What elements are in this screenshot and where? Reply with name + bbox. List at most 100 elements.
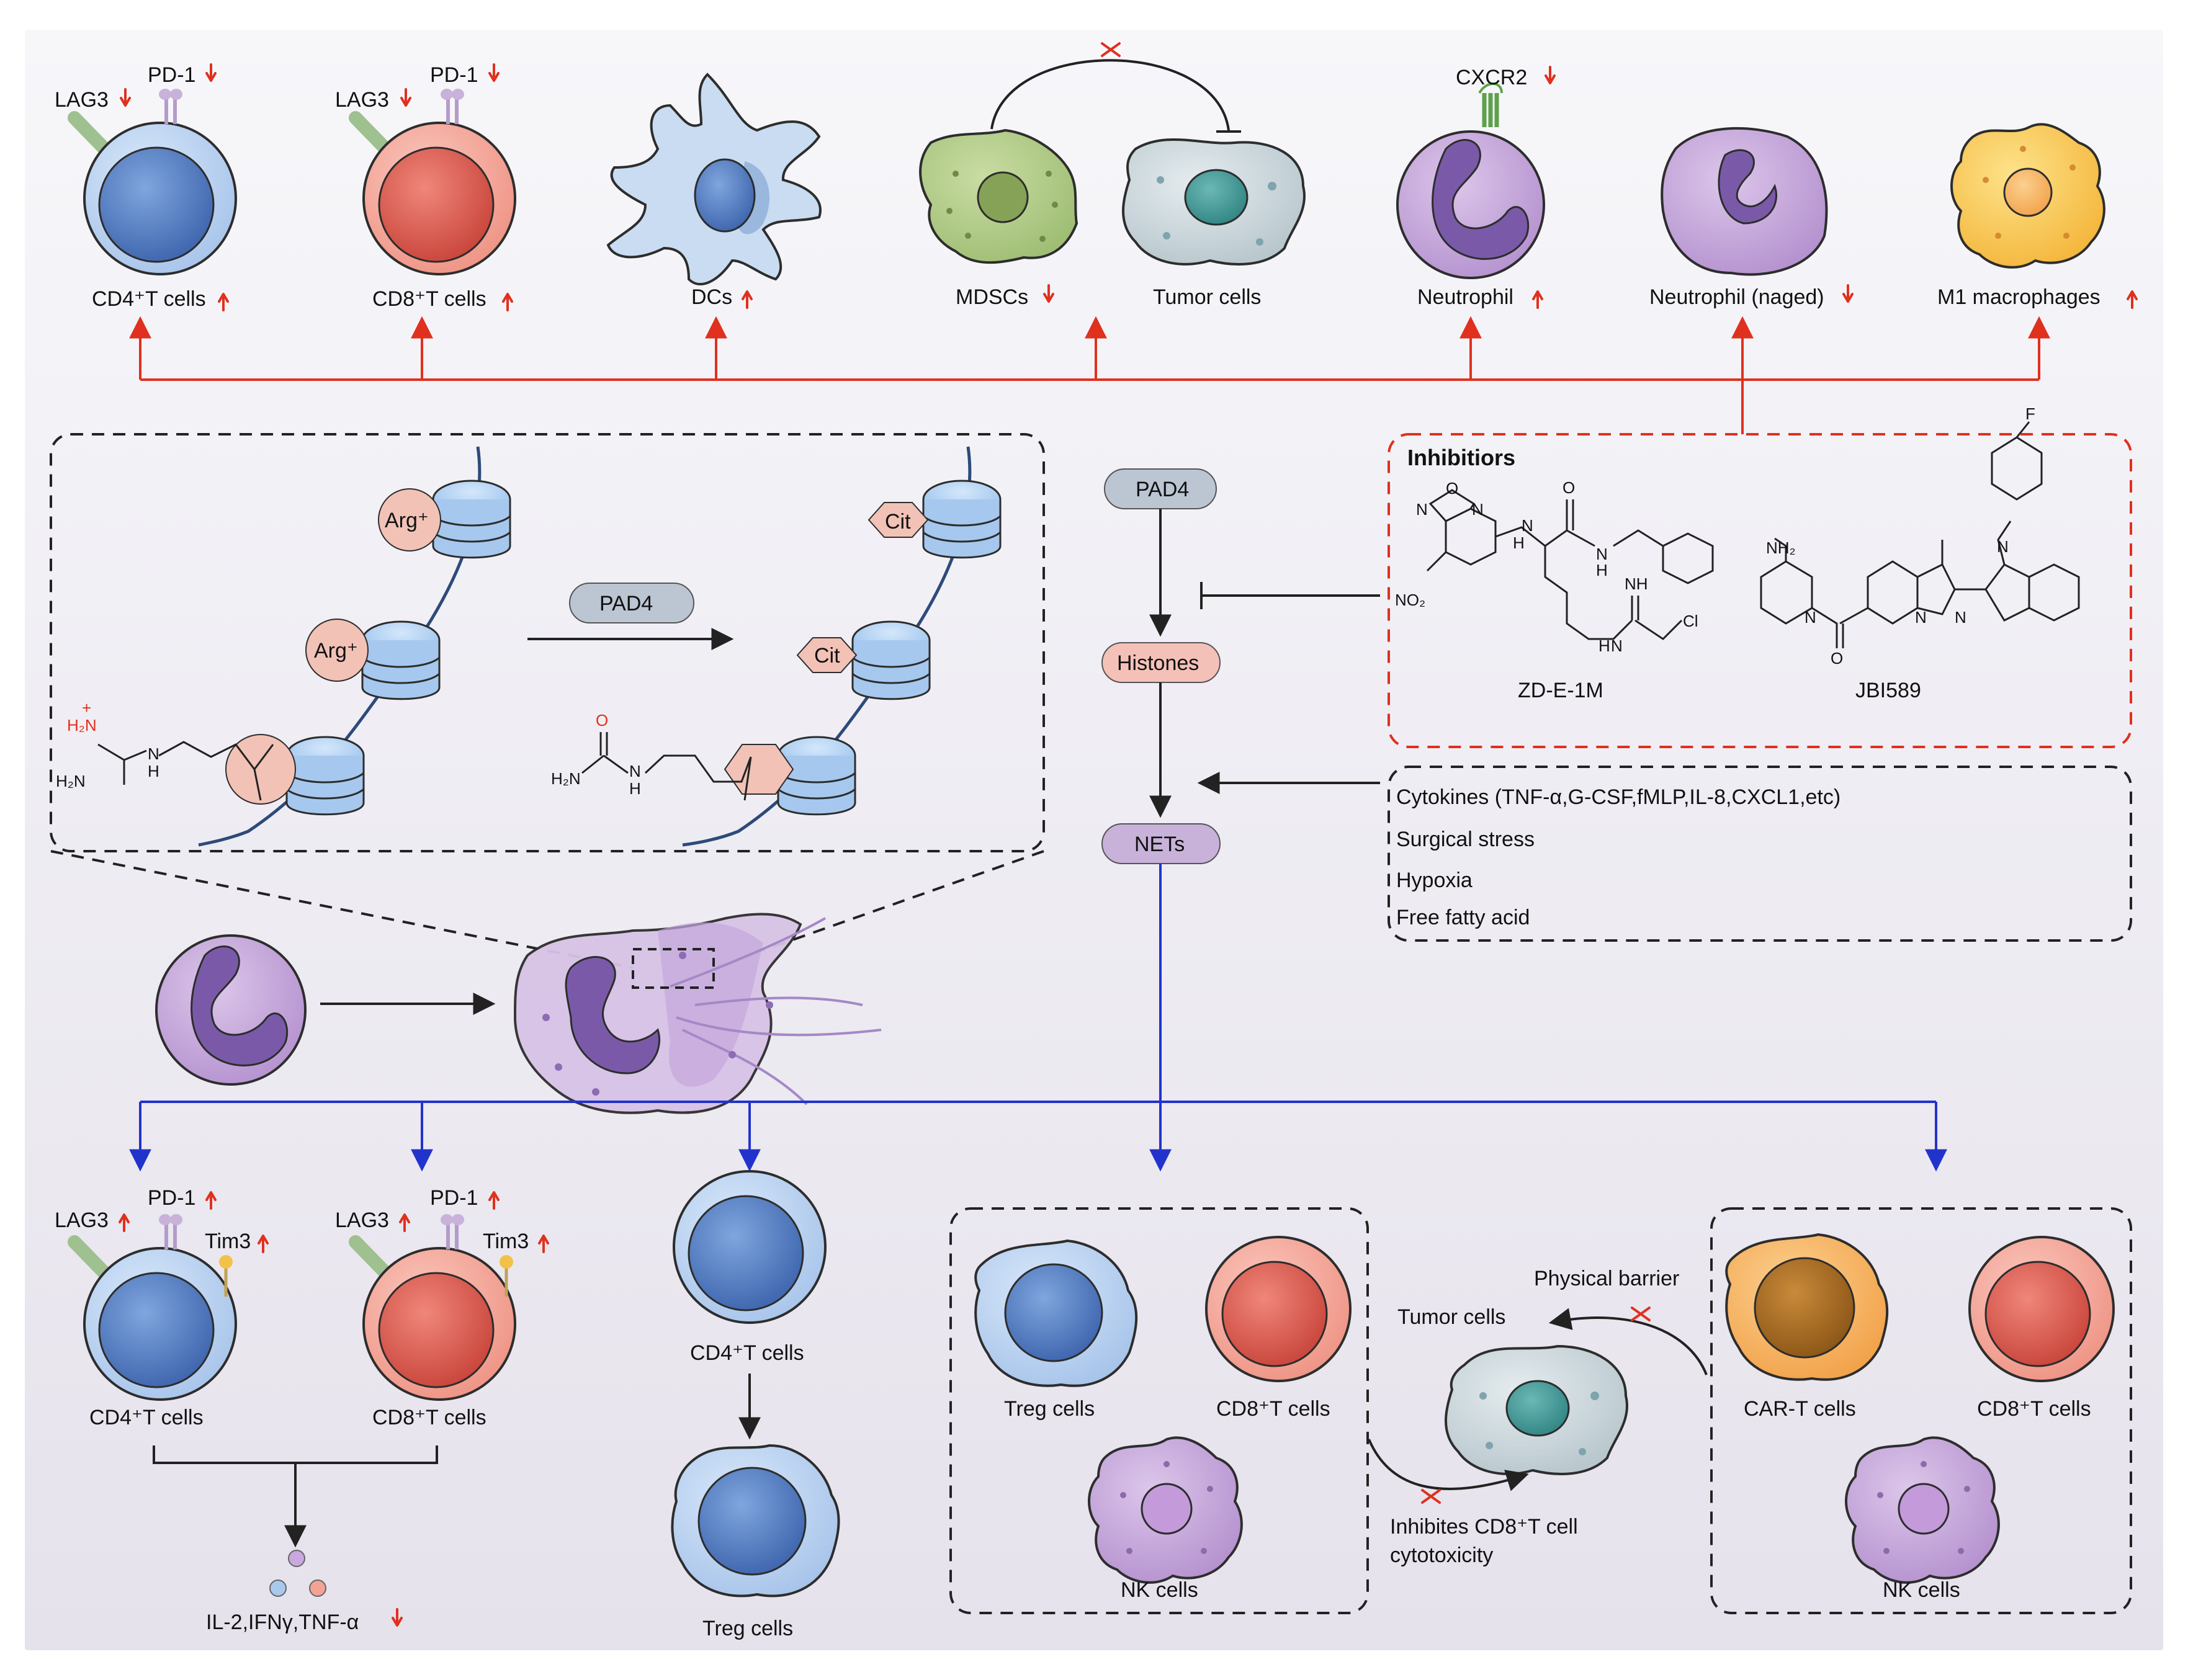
- pad4-label: PAD4: [1136, 478, 1189, 501]
- cxcr2-label: CXCR2: [1456, 66, 1527, 89]
- arg-residue-top: [378, 488, 441, 552]
- cit-o: O: [596, 711, 608, 730]
- car-t-label: CAR-T cells: [1744, 1397, 1856, 1421]
- inducer-surgical-stress: Surgical stress: [1396, 828, 1535, 851]
- box2-nk-label: NK cells: [1883, 1578, 1960, 1602]
- nets-label: NETs: [1134, 833, 1185, 856]
- top-cd4-label: CD4⁺T cells: [92, 287, 206, 311]
- inducer-cytokines: Cytokines (TNF-α,G-CSF,fMLP,IL-8,CXCL1,e…: [1396, 785, 1841, 809]
- inducer-free-fatty-acid: Free fatty acid: [1396, 906, 1530, 929]
- box2-cd8-label: CD8⁺T cells: [1977, 1397, 2091, 1421]
- right-nucleosome-mid: [851, 620, 931, 700]
- bottom-cd8-t-cell-icon: [349, 1214, 516, 1401]
- immunosuppression-box: [949, 1207, 1369, 1614]
- m1-macrophage-label: M1 macrophages: [1937, 285, 2101, 309]
- arg-plus-sign: +: [82, 699, 91, 717]
- cit-residue-top: [868, 502, 929, 538]
- box1-treg-cell-icon: [974, 1239, 1138, 1387]
- zd-nh: NH: [1625, 574, 1648, 593]
- arginine-structure: [97, 741, 274, 801]
- bottom-tumor-label: Tumor cells: [1397, 1305, 1505, 1329]
- cytokine-bracket: [153, 1445, 438, 1548]
- zd-o2: O: [1563, 478, 1575, 497]
- zd-h2: H: [1596, 561, 1608, 579]
- box1-treg-label: Treg cells: [1004, 1397, 1095, 1421]
- cit-residue-mid: [796, 637, 858, 673]
- arg-n: N: [148, 744, 159, 763]
- blue-effect-bus: [129, 864, 1947, 1172]
- cytokine-dot-red: [309, 1579, 326, 1597]
- top-neutrophil-label: Neutrophil: [1417, 285, 1513, 309]
- bottom-treg-label: Treg cells: [702, 1617, 793, 1640]
- jbi-nh2: NH₂: [1766, 538, 1796, 557]
- inhibits-cytotoxicity-line2: cytotoxicity: [1390, 1544, 1493, 1567]
- inhibits-cytotoxicity-line1: Inhibites CD8⁺T cell: [1390, 1515, 1578, 1539]
- zd-n3: N: [1596, 545, 1608, 563]
- bottom-cd8-lag3-label: LAG3: [335, 1209, 389, 1232]
- jbi-n3: N: [1955, 608, 1966, 627]
- zd-n2: N: [1472, 500, 1484, 519]
- bottom-cd8-tim3-label: Tim3: [483, 1230, 529, 1253]
- zd-e-1m-label: ZD-E-1M: [1518, 679, 1603, 702]
- bottom-treg-cell-icon: [671, 1444, 840, 1597]
- mdsc-icon: [919, 128, 1078, 264]
- zd-o: O: [1446, 479, 1458, 498]
- cart-to-tumor-arrow: [1548, 1308, 1708, 1375]
- red-effect-bus: [129, 316, 2050, 434]
- bottom-cd8-label: CD8⁺T cells: [372, 1406, 486, 1429]
- left-nucleosome-bottom: [285, 736, 365, 816]
- inhibitors-box: [1388, 433, 2132, 748]
- arg-side-chain-residue: [225, 734, 296, 805]
- box1-cd8-label: CD8⁺T cells: [1216, 1397, 1330, 1421]
- citrulline-structure: [581, 732, 752, 801]
- zd-n4: N: [1611, 637, 1623, 655]
- car-t-box: [1710, 1207, 2132, 1614]
- zd-h3: H: [1598, 637, 1610, 655]
- cit-label-mid: Cit: [814, 644, 840, 668]
- arg-h: H: [148, 762, 159, 780]
- mdsc-tumor-inhibition-arc: [990, 59, 1230, 131]
- histones-label: Histones: [1117, 651, 1199, 675]
- arg-h2n: H₂N: [56, 772, 86, 790]
- cit-h: H: [629, 779, 641, 798]
- cytokines-label: IL-2,IFNγ,TNF-α: [206, 1611, 359, 1634]
- jbi589-label: JBI589: [1855, 679, 1921, 702]
- zoom-pad4-pill: [569, 583, 694, 623]
- car-t-cell-icon: [1725, 1233, 1889, 1381]
- jbi-n4: N: [1997, 537, 2009, 556]
- cytokine-dot-purple: [288, 1550, 305, 1567]
- left-nucleosome-mid: [361, 620, 441, 700]
- jbi-n2: N: [1915, 608, 1927, 627]
- bottom-cd8-pd1-label: PD-1: [430, 1186, 478, 1210]
- zd-n1: N: [1416, 500, 1428, 519]
- dendritic-cell-icon: [606, 73, 822, 286]
- bottom-cd4-tim3-label: Tim3: [205, 1230, 251, 1253]
- top-cd4-pd1-label: PD-1: [148, 63, 195, 87]
- arg-residue-mid: [305, 619, 369, 682]
- box2-nk-cell-icon: [1845, 1436, 2000, 1584]
- inhibitors-title: Inhibitiors: [1407, 445, 1515, 470]
- cit-label-top: Cit: [885, 510, 911, 534]
- citrullination-zoom-box: [50, 433, 1045, 852]
- inducers-box: [1388, 766, 2132, 942]
- arg-label-top: Arg⁺: [385, 509, 429, 532]
- netosis-neutrophil-icon: [513, 913, 882, 1114]
- top-cd8-pd1-label: PD-1: [430, 63, 478, 87]
- zd-no2: NO₂: [1395, 591, 1425, 609]
- bottom-cd4-t-cell-icon: [68, 1214, 237, 1401]
- box1-nk-label: NK cells: [1121, 1578, 1198, 1602]
- cit-h2n: H₂N: [551, 769, 581, 788]
- aged-neutrophil-icon: [1661, 127, 1828, 276]
- zd-e-1m-structure: [1426, 489, 1714, 640]
- box1-cd8-t-cell-icon: [1205, 1236, 1352, 1382]
- mid-cd4-label: CD4⁺T cells: [690, 1341, 804, 1365]
- top-cd8-t-cell-icon: [349, 89, 516, 275]
- resting-neutrophil-icon: [155, 934, 307, 1086]
- jbi-o: O: [1831, 649, 1843, 668]
- mdsc-label: MDSCs: [956, 285, 1028, 309]
- jbi589-structure: [1760, 421, 2080, 648]
- zoom-pad4-label: PAD4: [599, 592, 653, 615]
- right-nucleosome-top: [922, 480, 1002, 559]
- physical-barrier-label: Physical barrier: [1534, 1267, 1679, 1290]
- box2-cd8-t-cell-icon: [1968, 1236, 2115, 1382]
